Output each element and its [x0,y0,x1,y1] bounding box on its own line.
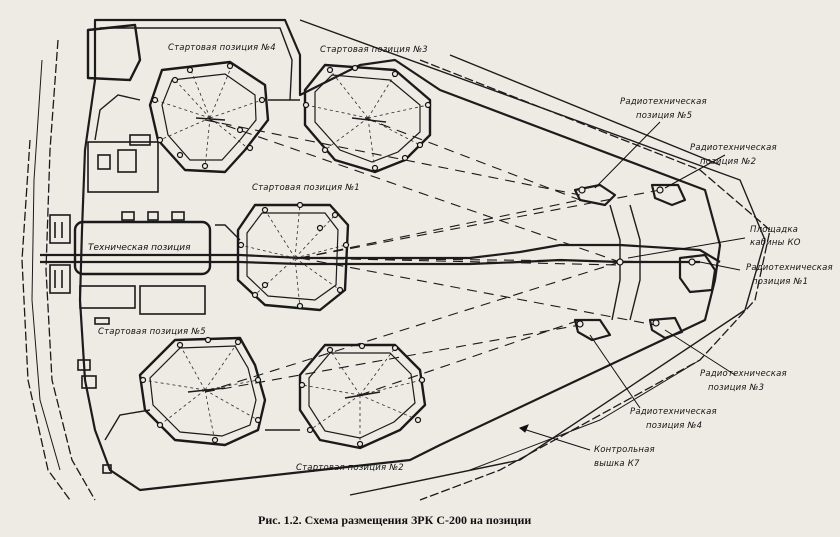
radio-position-3 [648,316,684,340]
label-ko-line2: кабины КО [750,238,801,248]
label-radio-5-line1: Радиотехническая [620,97,707,107]
label-launch-5: Стартовая позиция №5 [98,327,206,337]
label-radio-5-line2: позиция №5 [636,111,692,121]
label-radio-4-line2: позиция №4 [646,421,702,431]
label-launch-2: Стартовая позиция №2 [296,463,404,473]
launch-position-3 [302,63,432,174]
right-perimeter [299,19,771,501]
label-launch-3: Стартовая позиция №3 [320,45,428,55]
launch-position-2 [298,342,427,450]
radio-position-4 [573,318,612,342]
label-radio-3-line1: Радиотехническая [700,369,787,379]
label-launch-4: Стартовая позиция №4 [168,43,276,53]
label-ko-line1: Площадка [750,225,798,235]
top-left-enclosure [86,23,142,82]
label-tower-line1: Контрольная [594,445,655,455]
label-radio-1-line1: Радиотехническая [746,263,833,273]
label-launch-1: Стартовая позиция №1 [252,183,360,193]
label-technical: Техническая позиция [88,243,191,253]
control-links [204,117,691,396]
label-radio-3-line2: позиция №3 [708,383,764,393]
ko-cabin-pad [609,204,641,321]
label-tower-line2: вышка К7 [594,459,640,469]
radio-position-5 [573,183,617,207]
launch-position-4 [148,60,270,174]
connecting-roads [94,94,300,441]
radio-position-2 [650,183,687,207]
launch-position-5 [138,336,267,447]
building-cluster [77,134,159,474]
label-radio-1-line2: позиция №1 [752,277,808,287]
radio-position-1 [678,253,717,294]
launch-position-1 [236,201,350,312]
technical-position [49,211,212,325]
left-fence [21,39,96,501]
label-radio-2-line2: позиция №2 [700,157,756,167]
label-radio-4-line1: Радиотехническая [630,407,717,417]
leader-lines [519,121,746,451]
figure-caption: Рис. 1.2. Схема размещения ЗРК С-200 на … [258,513,531,527]
label-radio-2-line1: Радиотехническая [690,143,777,153]
